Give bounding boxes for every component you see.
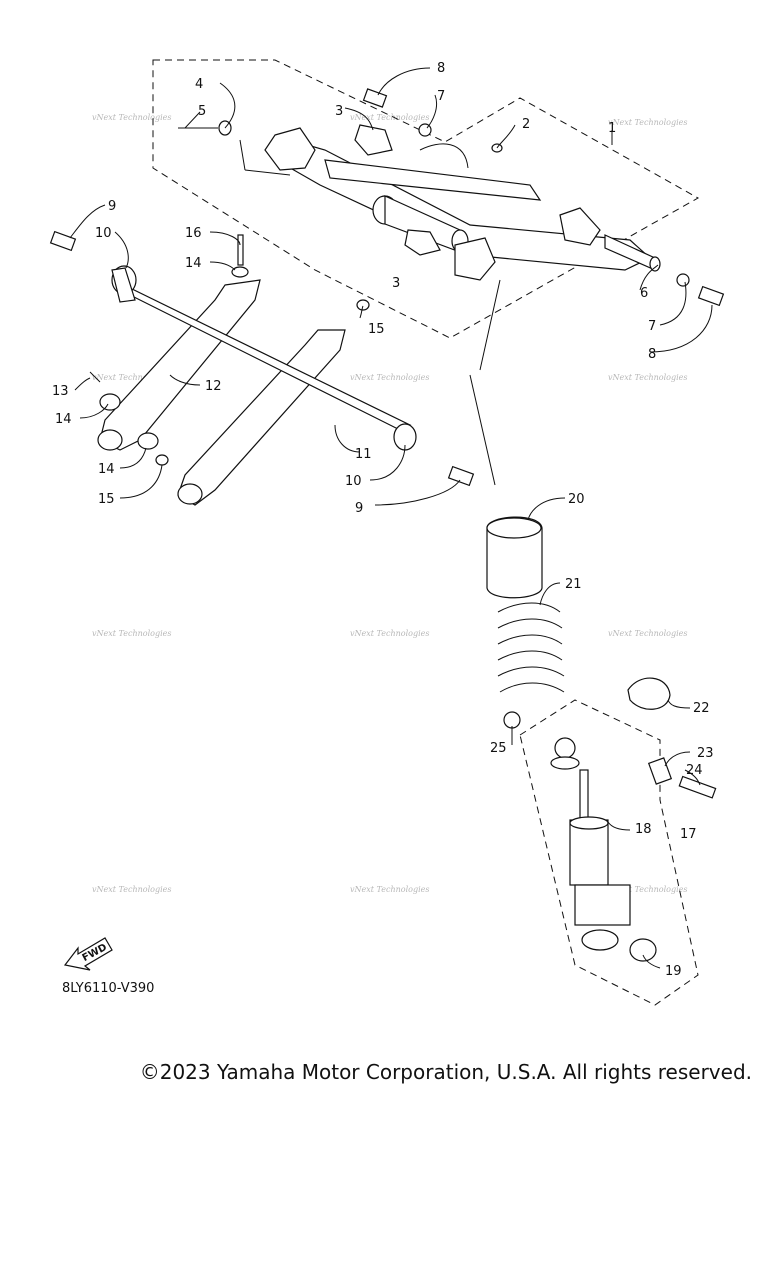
callout-13: 13 [52, 384, 69, 399]
callout-15: 15 [98, 492, 115, 507]
callout-10: 10 [95, 226, 112, 241]
callout-5: 5 [198, 104, 206, 119]
callout-3: 3 [335, 104, 343, 119]
callout-12: 12 [205, 379, 222, 394]
callout-9: 9 [355, 501, 363, 516]
watermarks: vNext Technologies vNext Technologies vN… [92, 113, 687, 894]
leader-lines [69, 67, 713, 969]
callout-18: 18 [635, 822, 652, 837]
hardware [49, 88, 725, 487]
callout-24: 24 [686, 763, 703, 778]
upper-swing-arm [264, 124, 661, 281]
callout-22: 22 [693, 701, 710, 716]
callout-20: 20 [568, 492, 585, 507]
callout-3: 3 [392, 276, 400, 291]
watermark: vNext Technologies [350, 885, 429, 894]
swing-arm-assembly-outline [152, 59, 700, 339]
callout-8: 8 [437, 61, 445, 76]
callout-11: 11 [355, 447, 372, 462]
callout-4: 4 [195, 77, 203, 92]
parts-diagram: vNext Technologies vNext Technologies vN… [49, 59, 725, 1006]
watermark: vNext Technologies [92, 113, 171, 122]
callout-17: 17 [680, 827, 697, 842]
shock-absorber [486, 516, 717, 962]
copyright-notice: ©2023 Yamaha Motor Corporation, U.S.A. A… [139, 1060, 752, 1084]
fwd-arrow-icon: FWD [63, 937, 113, 971]
callout-2: 2 [522, 117, 530, 132]
callout-14: 14 [55, 412, 72, 427]
shock-assembly-outline [519, 699, 699, 1006]
callout-6: 6 [640, 286, 648, 301]
watermark: vNext Technologies [92, 373, 171, 382]
callout-1: 1 [608, 121, 616, 136]
watermark: vNext Technologies [608, 373, 687, 382]
callout-9: 9 [108, 199, 116, 214]
watermark: vNext Technologies [92, 885, 171, 894]
watermark: vNext Technologies [350, 113, 429, 122]
callout-7: 7 [437, 89, 445, 104]
lower-arms [97, 265, 417, 506]
callout-14: 14 [98, 462, 115, 477]
watermark: vNext Technologies [608, 629, 687, 638]
callout-25: 25 [490, 741, 507, 756]
watermark: vNext Technologies [92, 629, 171, 638]
callouts: 1 2 3 3 4 5 6 7 7 8 8 9 9 10 10 11 12 13… [52, 61, 714, 979]
watermark: vNext Technologies [350, 373, 429, 382]
callout-8: 8 [648, 347, 656, 362]
callout-19: 19 [665, 964, 682, 979]
callout-14: 14 [185, 256, 202, 271]
watermark: vNext Technologies [608, 118, 687, 127]
reference-code: 8LY6110-V390 [62, 981, 154, 996]
callout-10: 10 [345, 474, 362, 489]
callout-23: 23 [697, 746, 714, 761]
callout-15: 15 [368, 322, 385, 337]
callout-21: 21 [565, 577, 582, 592]
watermark: vNext Technologies [608, 885, 687, 894]
watermark: vNext Technologies [350, 629, 429, 638]
callout-16: 16 [185, 226, 202, 241]
callout-7: 7 [648, 319, 656, 334]
